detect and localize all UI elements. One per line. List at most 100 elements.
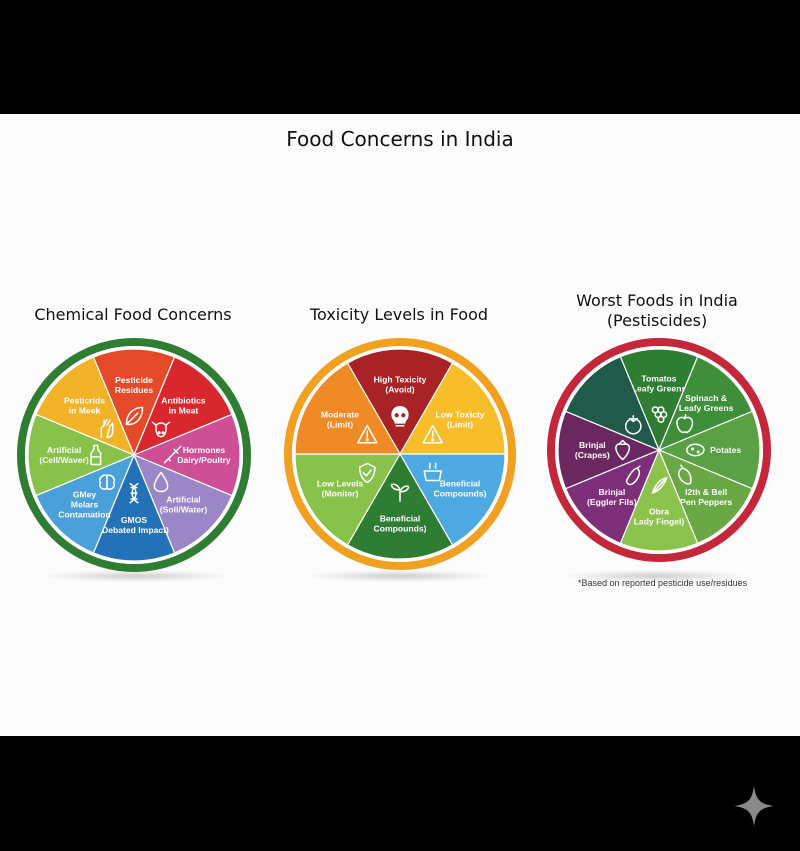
- wheel-segment: [657, 448, 754, 545]
- wheel-shadow: [38, 570, 234, 582]
- skull-icon: [391, 405, 409, 427]
- pot-icon: [423, 462, 443, 482]
- segment-label-line: Melars: [71, 499, 98, 509]
- warning-icon: [422, 424, 443, 444]
- segment-label: Potates: [710, 445, 741, 455]
- segment-label-line: Contamation: [58, 509, 111, 519]
- panel-title-chemical: Chemical Food Concerns: [34, 305, 232, 324]
- strawberry-icon: [615, 439, 631, 461]
- segment-label: Brinjal(Crapes): [575, 440, 610, 460]
- segment-label-line: Tomatos: [641, 373, 676, 383]
- wheel-segment: [35, 453, 136, 554]
- segment-label-line: Artificial: [166, 494, 200, 504]
- panel-title-worst: Worst Foods in India (Pestiscides): [552, 291, 762, 331]
- segment-label-line: Antibiotics: [161, 396, 206, 406]
- segment-label-line: in Meat: [169, 406, 199, 416]
- droplet-icon: [153, 471, 169, 493]
- wheel-toxicity-levels: High Texicity(Avoid)Low Toxicty(Limit)Be…: [284, 338, 516, 570]
- segment-label: GMOS(Debated Impact): [99, 515, 169, 535]
- wheel-segment: [564, 448, 661, 545]
- segment-label-line: Beneficial: [440, 479, 481, 489]
- segment-label-line: Artificial: [47, 445, 81, 455]
- segment-label-line: Dairy/Poultry: [177, 455, 231, 465]
- segment-label-line: Lady Fingel): [634, 517, 685, 527]
- segment-label-line: Moderate: [321, 409, 359, 419]
- apple-icon: [676, 414, 694, 434]
- segment-label-line: Potates: [710, 445, 741, 455]
- wheel-segment: [619, 448, 699, 552]
- pepper-icon: [678, 464, 692, 485]
- segment-label-line: Compounds): [434, 489, 487, 499]
- segment-label-line: Spinach &: [685, 393, 727, 403]
- segment-label-line: GMOS: [121, 515, 148, 525]
- segment-label-line: (Crapes): [575, 450, 610, 460]
- wheel-segment: [657, 355, 754, 452]
- wheel-segment: [557, 410, 661, 490]
- shield-icon: [358, 462, 376, 484]
- segment-label-line: (Avoid): [385, 385, 414, 395]
- segment-label-line: Leafy Greens: [679, 403, 734, 413]
- wheel-segment: [92, 348, 176, 457]
- segment-label-line: (Debated Impact): [99, 525, 169, 535]
- segment-label-line: (Soll/Water): [160, 504, 208, 514]
- wheel-segment: [132, 453, 233, 554]
- wheel-segment: [294, 362, 402, 455]
- segment-label-line: Low Levels: [317, 479, 364, 489]
- wheel-segment: [657, 410, 761, 490]
- segment-label-line: High Texicity: [374, 375, 427, 385]
- eggplant-icon: [625, 465, 641, 486]
- bottle-icon: [90, 444, 102, 466]
- segment-label-line: Pesticide: [115, 375, 153, 385]
- wheel-segment: [346, 452, 454, 560]
- segment-label-line: (Limit): [447, 419, 473, 429]
- footnote: *Based on reported pesticide use/residue…: [578, 578, 748, 588]
- cow-icon: [151, 421, 171, 438]
- potato-icon: [686, 443, 705, 457]
- panel-title-worst-main: Worst Foods in India: [576, 291, 738, 310]
- wheel-segment: [346, 348, 454, 456]
- segment-label-line: GMey: [73, 489, 97, 499]
- segment-label-line: (Cell/Waver): [39, 455, 88, 465]
- infographic-canvas: Food Concerns in India Chemical Food Con…: [0, 114, 800, 736]
- warning-icon: [357, 424, 378, 444]
- okra-icon: [651, 477, 668, 494]
- segment-label-line: Brinjal: [598, 487, 625, 497]
- wheel-segment: [27, 413, 136, 497]
- segment-label-line: Obra: [649, 507, 669, 517]
- segment-label: Low Levels(Moniter): [317, 479, 364, 499]
- segment-label: High Texicity(Avoid): [374, 375, 427, 395]
- panel-title-toxicity: Toxicity Levels in Food: [309, 305, 489, 324]
- hand-icon: [100, 418, 114, 439]
- wheel-segment: [294, 453, 402, 546]
- wheel-segment: [398, 453, 506, 546]
- segment-label-line: Beneficial: [380, 513, 421, 523]
- wheel-segment: [564, 355, 661, 452]
- segment-label-line: l2th & Bell: [685, 487, 727, 497]
- segment-label: Artificial(Soll/Water): [160, 494, 208, 514]
- segment-label-line: Hormones: [183, 445, 226, 455]
- segment-label: Brinjal(Eggler Fils): [587, 487, 637, 507]
- segment-label-line: Compounds): [374, 523, 427, 533]
- wheel-shadow: [560, 570, 750, 582]
- wheel-outer-ring: [547, 338, 771, 562]
- segment-label: Artificial(Cell/Waver): [39, 445, 88, 465]
- segment-label-line: Brinjal: [579, 440, 606, 450]
- segment-label-line: in Meek: [69, 406, 101, 416]
- panel-subtitle-worst: (Pestiscides): [606, 311, 708, 330]
- dna-icon: [129, 482, 139, 504]
- brain-icon: [99, 474, 115, 490]
- tomato-icon: [624, 414, 642, 435]
- segment-label-line: (Eggler Fils): [587, 497, 637, 507]
- wheel-segment: [132, 356, 233, 457]
- segment-label-line: Pen Peppers: [680, 497, 732, 507]
- wheel-segment: [619, 348, 699, 452]
- sparkle-icon: [734, 786, 774, 826]
- syringe-icon: [163, 445, 182, 464]
